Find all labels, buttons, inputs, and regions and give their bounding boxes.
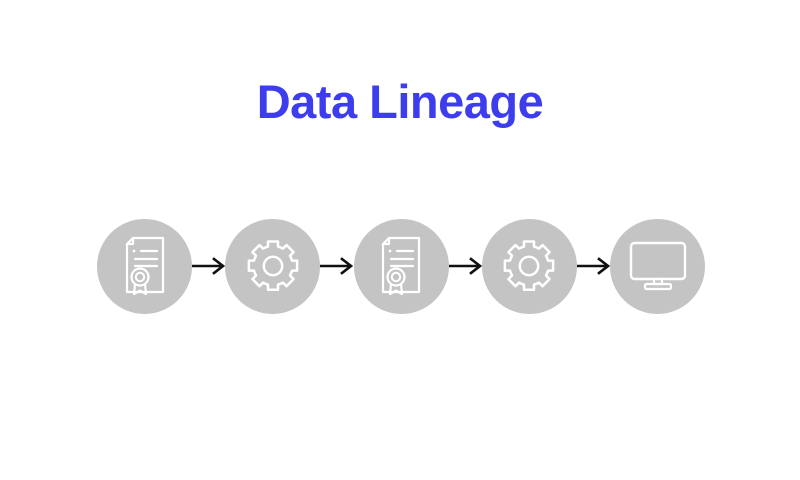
gear-icon bbox=[247, 240, 299, 291]
arrow-right-icon bbox=[576, 257, 610, 275]
arrow-right-icon bbox=[192, 257, 226, 275]
flow-node-2[interactable]: Gear bbox=[225, 218, 321, 314]
gear-icon bbox=[503, 240, 555, 291]
flow-arrow-3: Arrow 3 bbox=[448, 254, 482, 278]
arrow-right-icon bbox=[320, 257, 354, 275]
flow-node-5[interactable]: Monitor bbox=[610, 218, 705, 314]
page-title: Data Lineage bbox=[256, 75, 544, 128]
certificate-icon bbox=[125, 236, 164, 296]
flow-node-1[interactable]: Certificate bbox=[97, 218, 192, 314]
flow-node-3[interactable]: Certificate bbox=[353, 218, 449, 314]
lineage-flow-diagram: Certificate Arrow 1 bbox=[97, 218, 705, 314]
arrow-right-icon bbox=[448, 257, 482, 275]
monitor-icon bbox=[629, 241, 686, 291]
flow-arrow-1: Arrow 1 bbox=[192, 254, 226, 278]
flow-arrow-2: Arrow 2 bbox=[320, 254, 354, 278]
certificate-icon bbox=[381, 236, 421, 296]
flow-arrow-4: Arrow 4 bbox=[576, 254, 610, 278]
flow-node-4[interactable]: Gear bbox=[481, 218, 577, 314]
